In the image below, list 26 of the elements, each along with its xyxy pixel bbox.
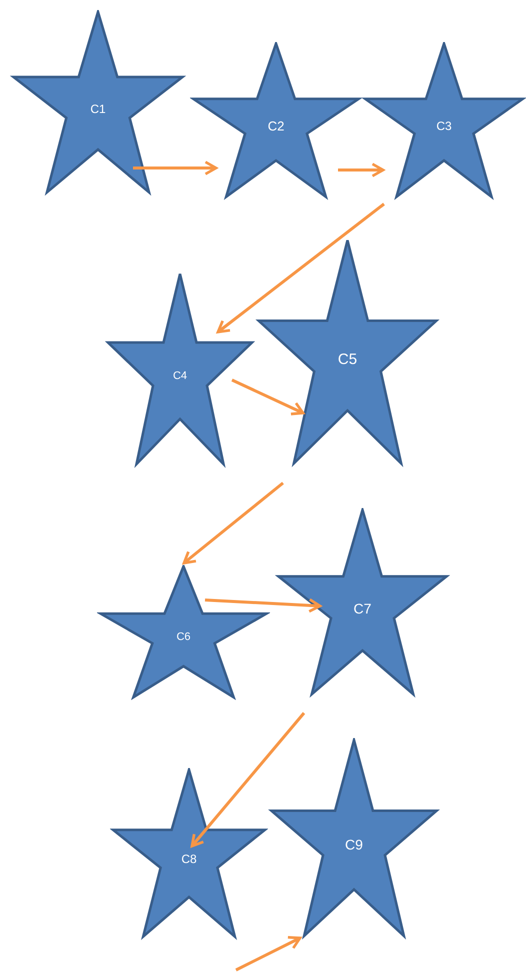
star-label: C3: [436, 118, 452, 135]
star-label: C1: [90, 100, 106, 118]
star-shape: [190, 42, 362, 200]
star-label: C8: [181, 851, 197, 868]
star-shape: [105, 272, 255, 468]
star-shape: [97, 565, 270, 700]
star-shape: [268, 738, 440, 940]
arrow: [235, 936, 302, 972]
arrow: [182, 482, 284, 564]
star-shape: [275, 508, 450, 698]
star-shape: [362, 42, 526, 200]
star-label: C6: [176, 629, 191, 644]
star-shape: [110, 768, 268, 940]
star-label: C2: [268, 116, 284, 135]
arrow: [190, 712, 306, 848]
arrow: [338, 162, 384, 178]
star-label: C4: [172, 368, 188, 384]
star-shape: [10, 10, 186, 196]
star-label: C7: [354, 599, 372, 618]
arrow: [231, 378, 304, 416]
star-label: C9: [345, 836, 363, 855]
arrow: [216, 202, 385, 334]
star-shape: [255, 238, 440, 468]
star-label: C5: [338, 350, 358, 370]
arrow: [133, 160, 218, 176]
arrow: [204, 598, 322, 613]
